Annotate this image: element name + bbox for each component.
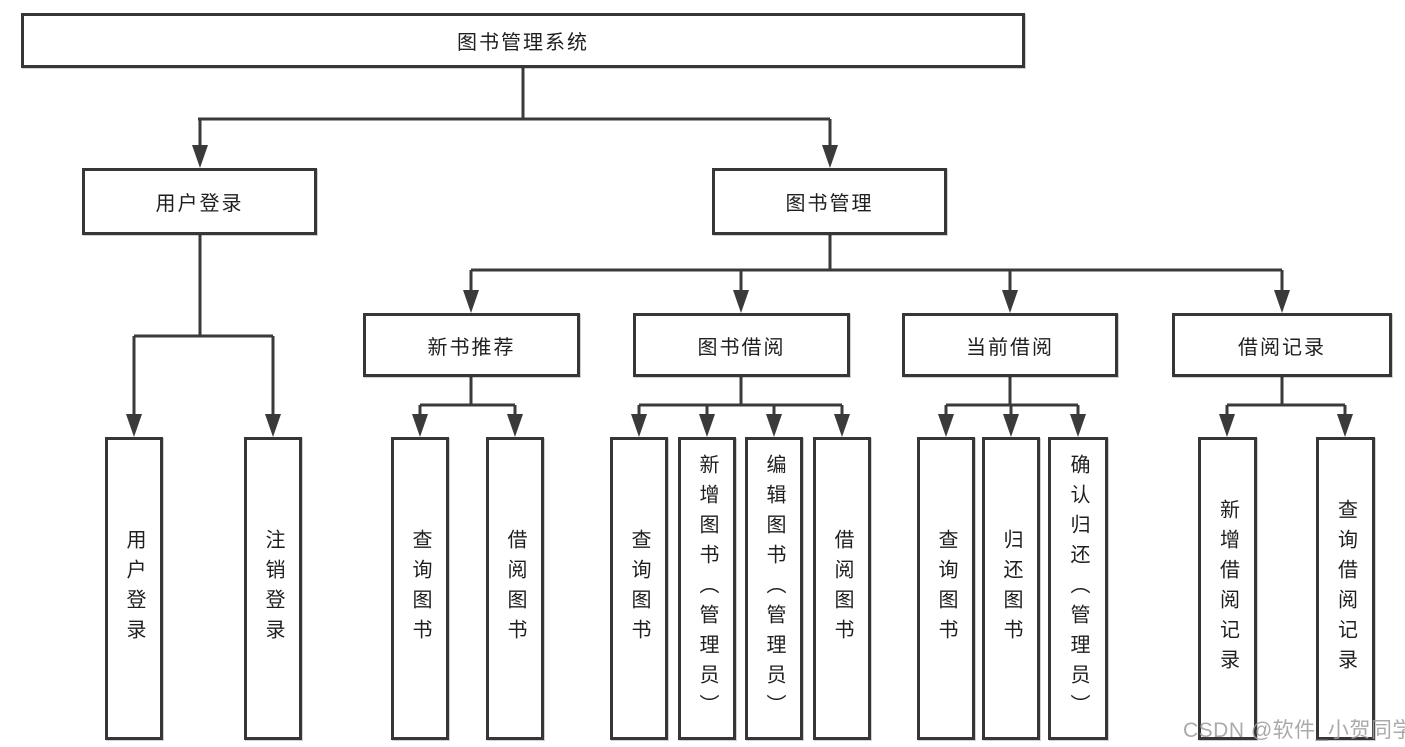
leaf-current-confirm-admin: 确认归还（管理员） [1048,437,1108,740]
connector-borrowing-children [631,377,850,437]
csdn-watermark: CSDN @软件_小贺同学 [1183,719,1405,742]
node-new-books-label: 新书推荐 [427,336,516,359]
node-book-borrowing: 图书借阅 [633,313,850,377]
leaf-records-add-label: 新增借阅记录 [1216,498,1239,679]
leaf-logout-label: 注销登录 [262,528,284,649]
connector-new-books-children [412,377,523,437]
leaf-borrowing-borrow: 借阅图书 [813,437,871,740]
leaf-current-confirm-admin-label: 确认归还（管理员） [1067,453,1089,724]
leaf-newbooks-borrow: 借阅图书 [486,437,544,740]
node-user-login: 用户登录 [82,168,317,235]
node-book-borrowing-label: 图书借阅 [697,336,786,359]
node-borrow-records: 借阅记录 [1172,313,1392,377]
leaf-borrowing-query-label: 查询图书 [628,528,650,649]
leaf-current-query: 查询图书 [917,437,975,740]
leaf-borrowing-edit-admin-label: 编辑图书（管理员） [763,453,785,724]
node-book-mgmt-label: 图书管理 [785,193,874,215]
leaf-current-return-label: 归还图书 [1000,528,1022,649]
node-current-borrowing: 当前借阅 [902,313,1118,377]
leaf-borrowing-add-admin: 新增图书（管理员） [678,437,736,740]
leaf-borrowing-borrow-label: 借阅图书 [831,528,853,649]
leaf-logout: 注销登录 [244,437,302,740]
node-user-login-label: 用户登录 [155,193,244,215]
node-borrow-records-label: 借阅记录 [1238,336,1326,359]
connector-root-to-level2 [192,68,838,168]
leaf-newbooks-borrow-label: 借阅图书 [504,528,526,649]
leaf-current-return: 归还图书 [982,437,1040,740]
node-root: 图书管理系统 [21,13,1025,68]
leaf-records-query: 查询借阅记录 [1316,437,1375,740]
leaf-newbooks-query-label: 查询图书 [409,528,431,649]
leaf-current-query-label: 查询图书 [935,528,957,649]
leaf-records-query-label: 查询借阅记录 [1334,498,1357,679]
node-book-mgmt: 图书管理 [712,168,947,235]
leaf-user-login-label: 用户登录 [123,528,145,649]
leaf-newbooks-query: 查询图书 [391,437,449,740]
node-current-borrowing-label: 当前借阅 [966,336,1054,359]
connector-records-children [1219,377,1353,437]
leaf-borrowing-query: 查询图书 [610,437,668,740]
leaf-borrowing-add-admin-label: 新增图书（管理员） [696,453,718,724]
connector-book-mgmt-to-sections [463,235,1290,313]
leaf-borrowing-edit-admin: 编辑图书（管理员） [745,437,803,740]
node-root-label: 图书管理系统 [457,32,589,54]
node-new-books: 新书推荐 [363,313,580,377]
connector-user-login-children [126,235,281,437]
leaf-user-login: 用户登录 [105,437,163,740]
connector-current-children [938,377,1086,437]
leaf-records-add: 新增借阅记录 [1198,437,1257,740]
